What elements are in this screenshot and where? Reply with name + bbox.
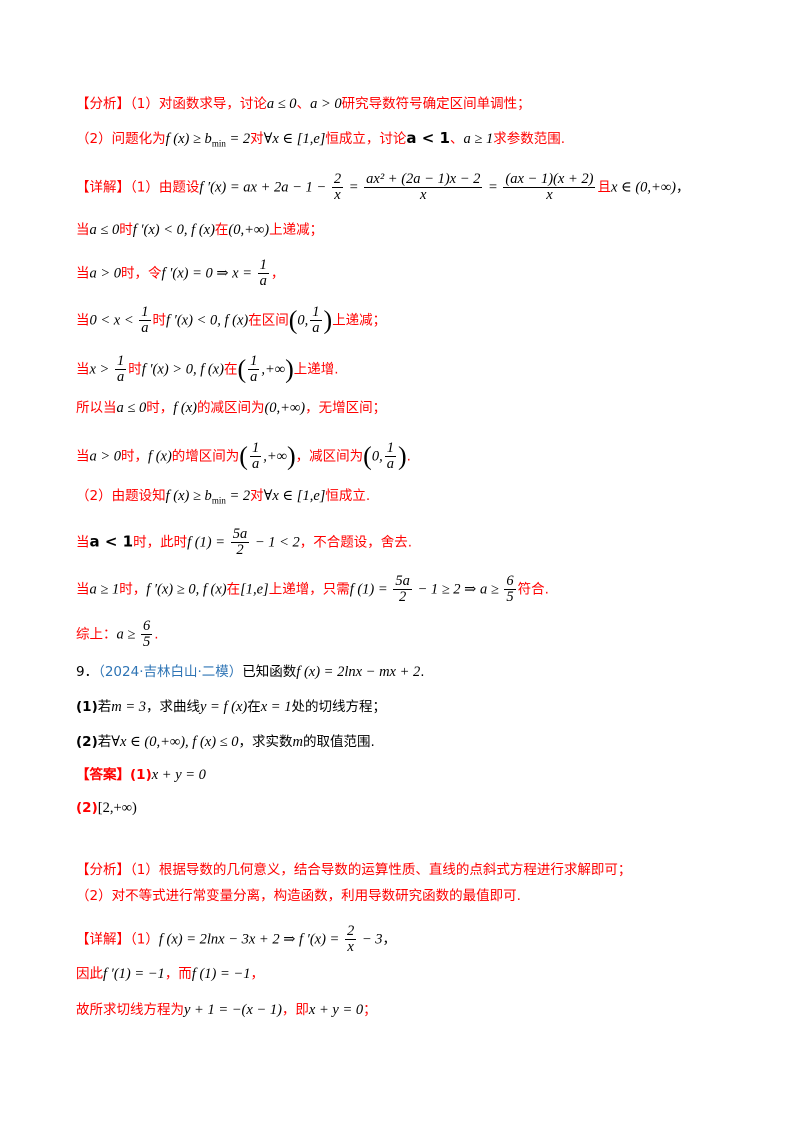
analysis2-line-2: （2）对不等式进行常变量分离，构造函数，利用导数研究函数的最值即可.	[76, 888, 521, 904]
problem-9-stem: 9．（2024·吉林白山·二模）已知函数f (x) = 2lnx − mx + …	[76, 664, 425, 680]
detail2-line-3: 当a ≥ 1时，f ′(x) ≥ 0, f (x)在[1,e]上递增，只需f (…	[76, 573, 549, 605]
detail-line-2: 当a ≤ 0时f ′(x) < 0, f (x)在(0,+∞)上递减；	[76, 222, 324, 238]
problem-9-q1: (1)若m = 3，求曲线y = f (x)在x = 1处的切线方程；	[76, 699, 386, 715]
analysis-tag: 【分析】	[76, 96, 130, 112]
answer-tag: 【答案】	[76, 767, 130, 783]
detail2-line-1: （2）由题设知f (x) ≥ bmin = 2对∀x ∈ [1,e]恒成立.	[76, 488, 371, 506]
analysis-line-2: （2）问题化为f (x) ≥ bmin = 2对∀x ∈ [1,e]恒成立，讨论…	[76, 129, 565, 149]
analysis2-line-1: 【分析】（1）根据导数的几何意义，结合导数的运算性质、直线的点斜式方程进行求解即…	[76, 862, 632, 878]
detail-tag: 【详解】	[76, 179, 130, 196]
problem-source: （2024·吉林白山·二模）	[98, 664, 243, 680]
answer-line-2: (2)[2,+∞)	[76, 800, 137, 816]
detail-line-6: 所以当a ≤ 0时，f (x)的减区间为(0,+∞)，无增区间；	[76, 400, 387, 416]
problem-number: 9．	[76, 664, 99, 680]
detail3-line-3: 故所求切线方程为y + 1 = −(x − 1)，即x + y = 0；	[76, 1002, 377, 1018]
problem-9-q2: (2)若∀x ∈ (0,+∞), f (x) ≤ 0，求实数m的取值范围.	[76, 734, 375, 750]
detail3-line-2: 因此f ′(1) = −1，而f (1) = −1，	[76, 966, 264, 982]
analysis-line-1: 【分析】（1）对函数求导，讨论a ≤ 0、a > 0研究导数符号确定区间单调性；	[76, 96, 531, 112]
answer-line-1: 【答案】(1)x + y = 0	[76, 767, 206, 783]
detail3-line-1: 【详解】（1）f (x) = 2lnx − 3x + 2 ⇒ f ′(x) = …	[76, 923, 397, 955]
